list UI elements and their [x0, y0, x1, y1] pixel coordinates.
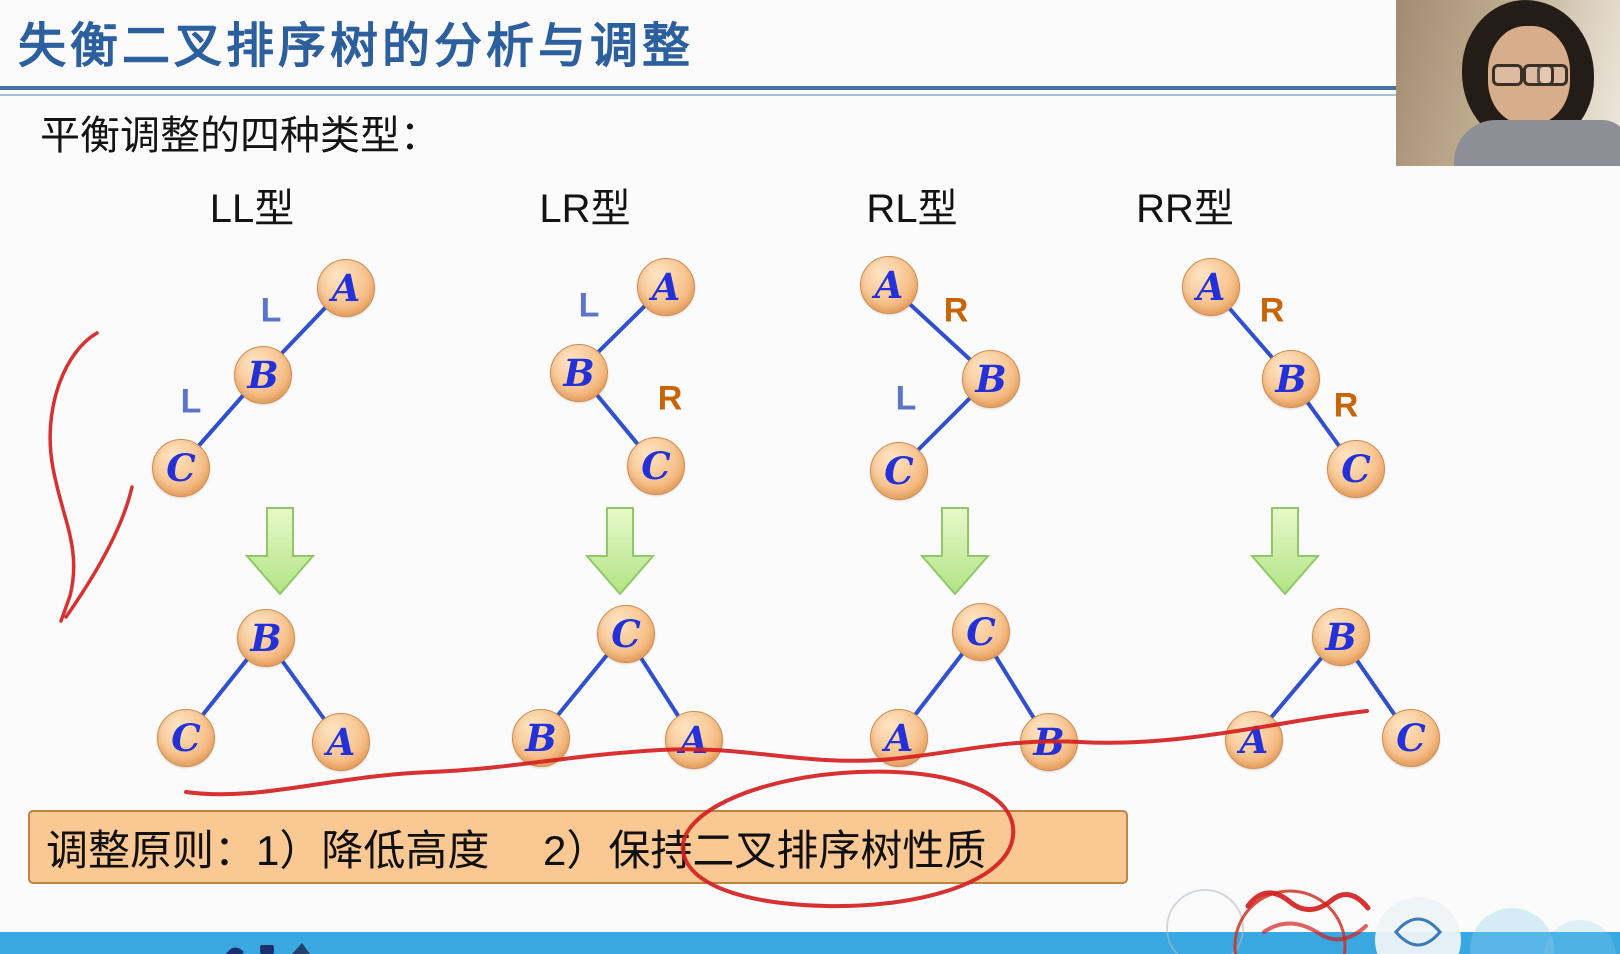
- tree-node-b: B: [237, 609, 295, 667]
- page-title: 失衡二叉排序树的分析与调整: [18, 20, 695, 73]
- person-face: [1488, 26, 1570, 124]
- tree-node-a: A: [317, 259, 375, 317]
- tree-edge: [886, 282, 992, 380]
- edge-label-l: L: [180, 382, 202, 421]
- tree-edge: [538, 631, 627, 739]
- tree-node-b: B: [1020, 713, 1078, 771]
- tree-node-a: A: [1225, 711, 1283, 769]
- red-arrow-doodle-stroke2: [64, 485, 134, 619]
- tree-node-a: A: [860, 256, 918, 314]
- tree-edge: [576, 370, 657, 467]
- tree-node-c: C: [1327, 440, 1385, 498]
- edge-label-r: R: [1259, 291, 1285, 330]
- tree-node-a: A: [637, 258, 695, 316]
- tree-node-a: A: [665, 711, 723, 769]
- tree-node-c: C: [870, 442, 928, 500]
- tree-node-b: B: [234, 346, 292, 404]
- title-divider-thin: [0, 94, 1620, 96]
- edge-label-r: R: [1333, 386, 1359, 425]
- transform-arrow: [919, 507, 991, 596]
- edge-label-l: L: [895, 379, 917, 418]
- tree-node-b: B: [1262, 350, 1320, 408]
- transform-arrow: [244, 507, 316, 596]
- tree-node-c: C: [597, 605, 655, 663]
- transform-arrow: [1249, 507, 1321, 596]
- edge-label-r: R: [657, 379, 683, 418]
- tree-edge: [1251, 634, 1342, 741]
- principle-box: 调整原则：1）降低高度 2）保持二叉排序树性质: [28, 810, 1128, 884]
- tree-edge: [1288, 376, 1357, 470]
- tree-edge: [260, 285, 347, 376]
- tree-edge: [896, 629, 982, 739]
- tree-type-label: LR型: [539, 187, 631, 231]
- tree-edge: [623, 631, 695, 741]
- tree-type-label: LL型: [209, 187, 295, 231]
- tree-edge: [576, 284, 667, 374]
- tree-node-b: B: [512, 709, 570, 767]
- principle-text: 调整原则：1）降低高度 2）保持二叉排序树性质: [46, 826, 987, 874]
- tree-edge: [178, 372, 264, 469]
- webcam-overlay: [1396, 0, 1620, 166]
- tree-edge: [978, 629, 1050, 743]
- tree-node-a: A: [312, 713, 370, 771]
- tree-node-c: C: [152, 439, 210, 497]
- tree-edge: [896, 376, 992, 472]
- edge-label-l: L: [578, 286, 600, 325]
- tree-node-c: C: [157, 709, 215, 767]
- red-arrow-doodle-stroke1: [48, 331, 99, 623]
- tree-node-c: C: [1382, 709, 1440, 767]
- tree-node-a: A: [870, 709, 928, 767]
- tree-node-b: B: [550, 344, 608, 402]
- tree-type-label: RL型: [866, 187, 958, 231]
- tree-edge: [1338, 634, 1412, 739]
- tree-edge: [263, 635, 342, 743]
- bottom-bar: [0, 932, 1620, 954]
- tree-type-label: RR型: [1136, 187, 1234, 231]
- tree-node-b: B: [1312, 608, 1370, 666]
- tree-edge: [1208, 284, 1292, 380]
- person-glasses: [1492, 64, 1568, 90]
- slide-subtitle: 平衡调整的四种类型：: [40, 114, 440, 158]
- title-divider: [0, 86, 1620, 90]
- edge-label-r: R: [943, 291, 969, 330]
- tree-node-c: C: [627, 437, 685, 495]
- red-wavy-underline: [184, 709, 1369, 797]
- edge-label-l: L: [260, 291, 282, 330]
- tree-node-b: B: [962, 350, 1020, 408]
- transform-arrow: [584, 507, 656, 596]
- tree-node-a: A: [1182, 258, 1240, 316]
- person-shoulders: [1454, 120, 1620, 166]
- tree-edge: [183, 635, 267, 739]
- tree-node-c: C: [952, 603, 1010, 661]
- seal-calligraphy-icon: [1245, 890, 1371, 912]
